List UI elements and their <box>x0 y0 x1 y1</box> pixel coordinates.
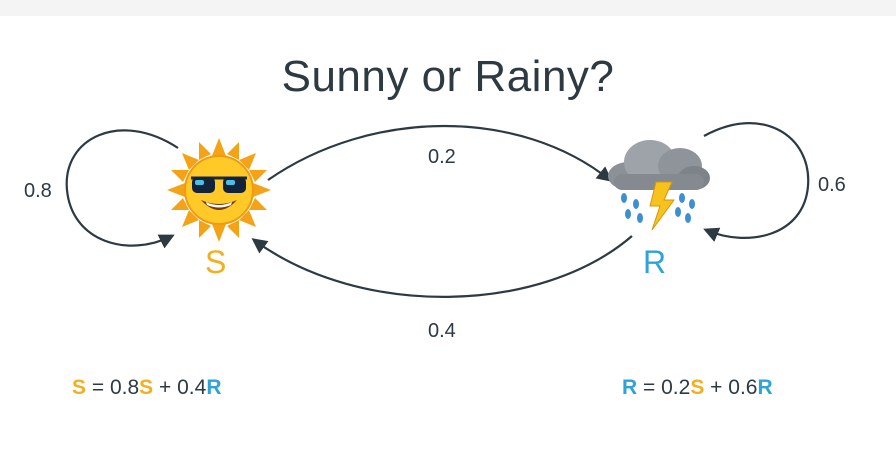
prob-r-to-r: 0.6 <box>818 174 846 196</box>
arrow-s-to-s <box>65 129 179 249</box>
equation-rainy-var1: S <box>690 376 705 399</box>
top-strip <box>0 0 896 16</box>
arrow-r-to-r <box>703 122 810 242</box>
page-title: Sunny or Rainy? <box>281 52 615 101</box>
equation-rainy-lhs: R <box>622 376 638 399</box>
state-label-sunny: S <box>205 244 227 280</box>
equation-sunny-var1: S <box>139 376 154 399</box>
equation-rainy: R = 0.2S + 0.6R <box>622 376 773 400</box>
equation-sunny: S = 0.8S + 0.4R <box>72 376 221 400</box>
arrow-r-to-s <box>251 235 633 298</box>
equation-rainy-var2: R <box>757 376 773 399</box>
equation-sunny-coef1: = 0.8 <box>91 376 140 399</box>
prob-s-to-s: 0.8 <box>24 180 52 202</box>
equation-sunny-coef2: + 0.4 <box>159 376 207 399</box>
arrow-s-to-r <box>267 124 613 182</box>
equation-sunny-var2: R <box>206 376 222 399</box>
prob-r-to-s: 0.4 <box>428 320 456 342</box>
equation-sunny-lhs: S <box>72 376 87 399</box>
state-label-rainy: R <box>643 244 667 280</box>
equation-rainy-coef1: = 0.2 <box>643 376 691 399</box>
prob-s-to-r: 0.2 <box>428 146 456 168</box>
equation-rainy-coef2: + 0.6 <box>710 376 758 399</box>
